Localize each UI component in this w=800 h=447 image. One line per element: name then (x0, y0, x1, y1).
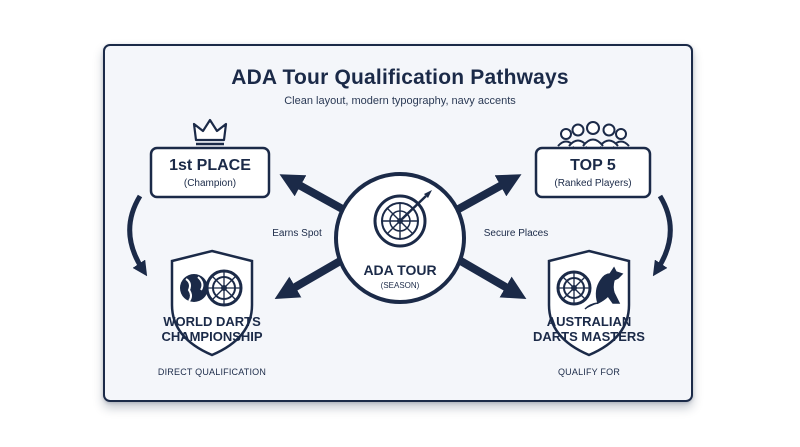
arrow-to-first-place (279, 174, 348, 215)
top5-title: TOP 5 (570, 157, 616, 174)
edge-label-secure-places: Secure Places (483, 228, 549, 239)
world-championship-line1: WORLD DARTS (163, 314, 261, 329)
first-place-box (149, 146, 271, 199)
australian-masters-title: AUSTRALIAN DARTS MASTERS (519, 314, 659, 344)
australian-masters-caption: QUALIFY FOR (557, 367, 621, 377)
arrow-to-world-championship (274, 256, 345, 300)
dartboard-with-dart-icon (373, 190, 432, 248)
diagram-title: ADA Tour Qualification Pathways (231, 66, 569, 89)
center-title: ADA TOUR (363, 262, 437, 278)
top5-box (534, 146, 652, 199)
australian-masters-line1: AUSTRALIAN (546, 314, 632, 329)
curved-arrow-right (652, 194, 673, 277)
diagram-subtitle: Clean layout, modern typography, navy ac… (284, 95, 516, 107)
group-of-people-icon (557, 121, 630, 147)
top5-subtitle: (Ranked Players) (554, 178, 632, 189)
globe-and-dartboard-shield-icon (180, 269, 243, 307)
center-subtitle: (SEASON) (380, 281, 420, 290)
world-championship-caption: DIRECT QUALIFICATION (157, 367, 267, 377)
world-championship-title: WORLD DARTS CHAMPIONSHIP (142, 314, 282, 344)
edge-label-earns-spot: Earns Spot (272, 228, 322, 239)
first-place-subtitle: (Champion) (183, 178, 237, 189)
arrow-to-top5 (453, 174, 522, 215)
world-championship-line2: CHAMPIONSHIP (161, 329, 263, 344)
first-place-title: 1st PLACE (169, 157, 251, 174)
crown-icon (192, 118, 228, 146)
curved-arrow-left (127, 194, 148, 277)
australian-masters-line2: DARTS MASTERS (533, 329, 645, 344)
arrow-to-australian-masters (456, 256, 527, 300)
kangaroo-and-dartboard-shield-icon (556, 266, 624, 310)
